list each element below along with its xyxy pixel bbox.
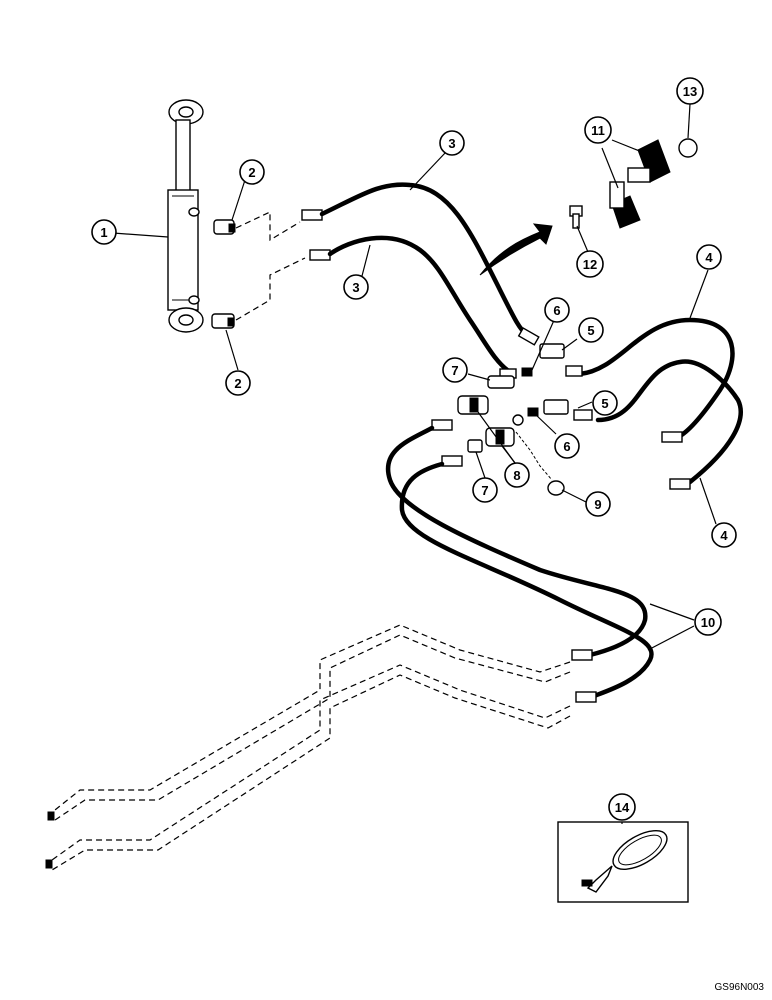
callout-label: 6	[563, 439, 570, 454]
phantom-connection-lower	[235, 257, 306, 321]
elbow-fitting-upper	[213, 219, 236, 235]
callout-label: 4	[720, 528, 728, 543]
leader-6b	[534, 413, 557, 435]
callout-label: 1	[100, 225, 107, 240]
callout-label: 5	[601, 396, 608, 411]
adapter-fitting-lower	[543, 399, 593, 421]
adapter-fitting-upper	[539, 343, 583, 377]
leader-11a	[611, 139, 643, 153]
dust-cap-lower	[527, 407, 539, 417]
leader-4b	[699, 477, 717, 525]
leader-3b	[361, 244, 371, 277]
leader-2b	[225, 329, 239, 371]
callout-14: 14	[608, 793, 636, 821]
leader-11b	[601, 147, 619, 189]
dust-cap-upper	[521, 367, 533, 377]
hose-4-upper	[577, 317, 735, 443]
callout-label: 3	[448, 136, 455, 151]
callout-label: 2	[234, 376, 241, 391]
callout-label: 14	[615, 800, 630, 815]
hydraulic-cylinder	[167, 99, 204, 333]
hose-10-lower	[399, 455, 654, 703]
callout-4-lower: 4	[711, 522, 737, 548]
callout-11: 11	[584, 116, 612, 144]
leader-5b	[577, 401, 593, 409]
callout-1: 1	[91, 219, 117, 245]
leader-7b	[475, 451, 486, 479]
cap-with-chain	[512, 414, 565, 496]
leader-12	[576, 225, 589, 253]
callout-label: 3	[352, 280, 359, 295]
callout-10: 10	[694, 608, 722, 636]
coupler-lower	[467, 439, 483, 453]
callout-3-upper: 3	[439, 130, 465, 156]
callout-label: 10	[701, 615, 715, 630]
leader-10b	[647, 625, 695, 651]
callout-label: 5	[587, 323, 594, 338]
hose-3-lower	[309, 235, 517, 379]
quick-coupler-upper	[457, 395, 489, 415]
leader-2a	[231, 179, 246, 221]
clamp-assembly	[569, 138, 698, 229]
phantom-connection-upper	[235, 211, 301, 242]
callout-label: 12	[583, 257, 597, 272]
callout-4-upper: 4	[696, 244, 722, 270]
leader-7a	[467, 373, 491, 381]
callout-5-upper: 5	[578, 317, 604, 343]
hose-10-upper	[385, 419, 648, 661]
callout-3-lower: 3	[343, 274, 369, 300]
callout-label: 4	[705, 250, 713, 265]
leader-1	[112, 232, 169, 238]
leader-9	[561, 489, 587, 503]
callout-7-lower: 7	[472, 477, 498, 503]
callout-6-lower: 6	[554, 433, 580, 459]
callout-13: 13	[676, 77, 704, 105]
callout-2-lower: 2	[225, 370, 251, 396]
callout-label: 7	[481, 483, 488, 498]
phantom-tractor-lines	[45, 624, 571, 871]
leader-5a	[561, 338, 578, 351]
elbow-fitting-lower	[211, 313, 235, 329]
drawing-code: GS96N003	[715, 982, 765, 993]
leader-8b	[501, 445, 516, 464]
callout-7-upper: 7	[442, 357, 468, 383]
callout-8: 8	[504, 462, 530, 488]
callout-9: 9	[585, 491, 611, 517]
callout-label: 13	[683, 84, 697, 99]
leader-6a	[531, 317, 556, 371]
callout-2-upper: 2	[239, 159, 265, 185]
leader-3a	[409, 151, 447, 191]
callout-label: 6	[553, 303, 560, 318]
callout-6-upper: 6	[544, 297, 570, 323]
hose-3-upper	[301, 182, 540, 346]
leader-13	[687, 103, 691, 139]
hose-4-lower	[595, 359, 743, 490]
leader-10a	[649, 603, 695, 621]
leader-4a	[689, 269, 709, 319]
callout-label: 8	[513, 468, 520, 483]
callout-12: 12	[576, 250, 604, 278]
callout-label: 11	[591, 123, 605, 138]
coupler-upper	[487, 375, 515, 389]
callout-label: 9	[594, 497, 601, 512]
inset-cable-tie	[557, 821, 689, 903]
callout-label: 2	[248, 165, 255, 180]
callout-5-lower: 5	[592, 390, 618, 416]
callout-label: 7	[451, 363, 458, 378]
direction-arrow	[479, 223, 553, 276]
